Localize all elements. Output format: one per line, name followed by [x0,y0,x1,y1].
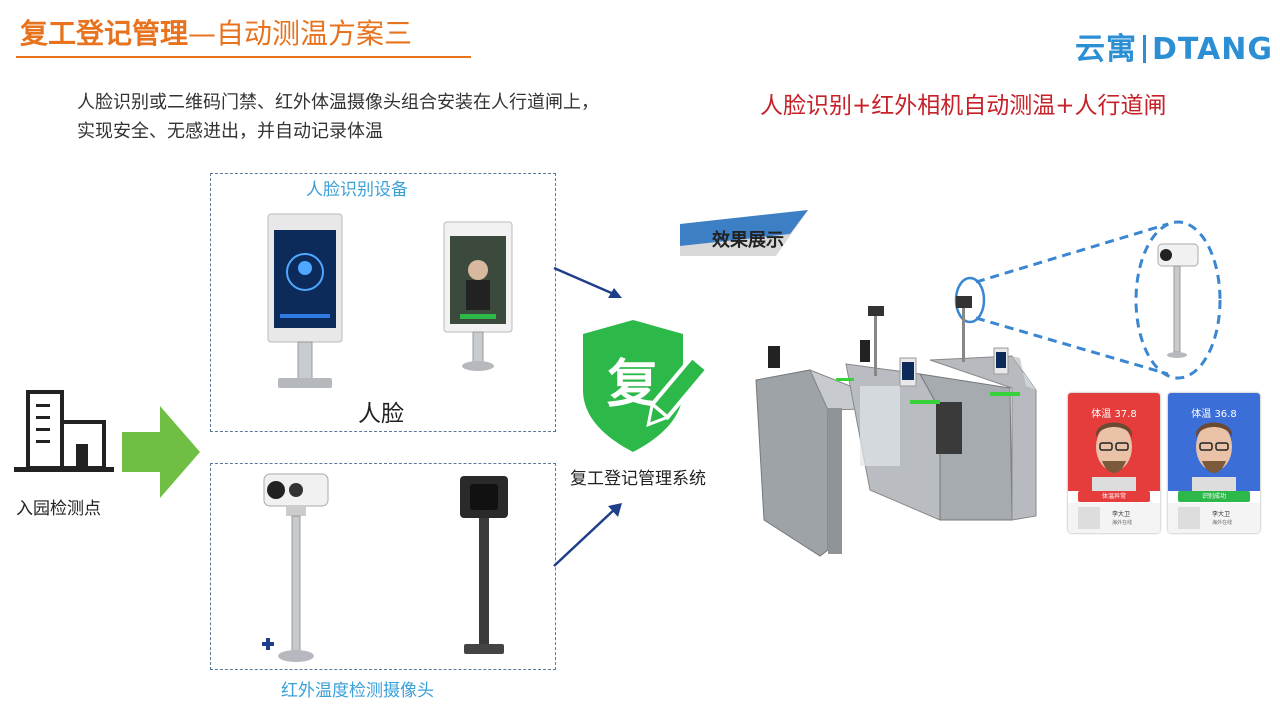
description-line-1: 人脸识别或二维码门禁、红外体温摄像头组合安装在人行道闸上， [77,92,599,113]
result-card-footer: 李大卫 海外在线 [1068,503,1160,533]
result-card-footer: 李大卫 海外在线 [1168,503,1260,533]
person-face-icon [1192,422,1236,491]
logo-divider [1143,35,1146,63]
page-title-main: 复工登记管理 [20,17,189,50]
temperature-camera-box [210,463,556,670]
result-card-abnormal: 体温 37.8 体温异常 李大卫 海外在线 [1068,393,1160,533]
description: 人脸识别或二维码门禁、红外体温摄像头组合安装在人行道闸上， 实现安全、无感进出，… [77,88,599,146]
page-title-sub: —自动测温方案三 [188,17,413,50]
avatar [1078,507,1100,529]
effect-tag [680,210,808,256]
description-line-2: 实现安全、无感进出，并自动记录体温 [77,121,383,142]
result-card-temp: 体温 37.8 [1091,409,1137,420]
person-face-icon [1092,422,1136,491]
arrow-face-to-system-icon [553,266,622,298]
temperature-camera-caption: 红外温度检测摄像头 [281,681,434,701]
result-card-name: 李大卫 [1212,511,1231,518]
turnstile-gate-illustration [755,220,1222,557]
title-underline [16,56,471,58]
entry-label: 入园检测点 [16,499,101,519]
thermal-camera-device-1 [262,473,329,662]
face-terminal-device-2 [443,221,513,371]
effect-label: 效果展示 [712,230,784,251]
result-card-photo: 体温 36.8 [1168,393,1260,491]
green-arrow-icon [122,406,200,498]
result-card-normal: 体温 36.8 识别成功 李大卫 海外在线 [1168,393,1260,533]
result-card-status: 识别成功 [1178,491,1250,502]
brand-logo: 云寓 DTANG [1075,24,1273,68]
building-icon [14,390,114,472]
shield-pencil-icon: 复 [583,320,711,452]
result-card-status: 体温异常 [1078,491,1150,502]
result-card-name: 李大卫 [1112,511,1131,518]
face-device-caption: 人脸识别设备 [306,180,408,200]
arrow-camera-to-system-icon [553,503,622,567]
face-device-box [210,173,556,432]
face-word: 人脸 [358,401,404,427]
result-card-temp: 体温 36.8 [1191,409,1237,420]
avatar [1178,507,1200,529]
face-terminal-device-1 [267,213,343,388]
thermal-camera-device-2 [460,476,508,654]
result-card-photo: 体温 37.8 [1068,393,1160,491]
logo-en: DTANG [1152,32,1273,67]
page-title: 复工登记管理—自动测温方案三 [20,16,412,52]
result-card-subtitle: 海外在线 [1112,520,1133,526]
solution-title: 人脸识别+红外相机自动测温+人行道闸 [760,93,1167,119]
system-label: 复工登记管理系统 [570,469,706,489]
result-card-subtitle: 海外在线 [1212,520,1233,526]
logo-cn: 云寓 [1075,32,1137,67]
